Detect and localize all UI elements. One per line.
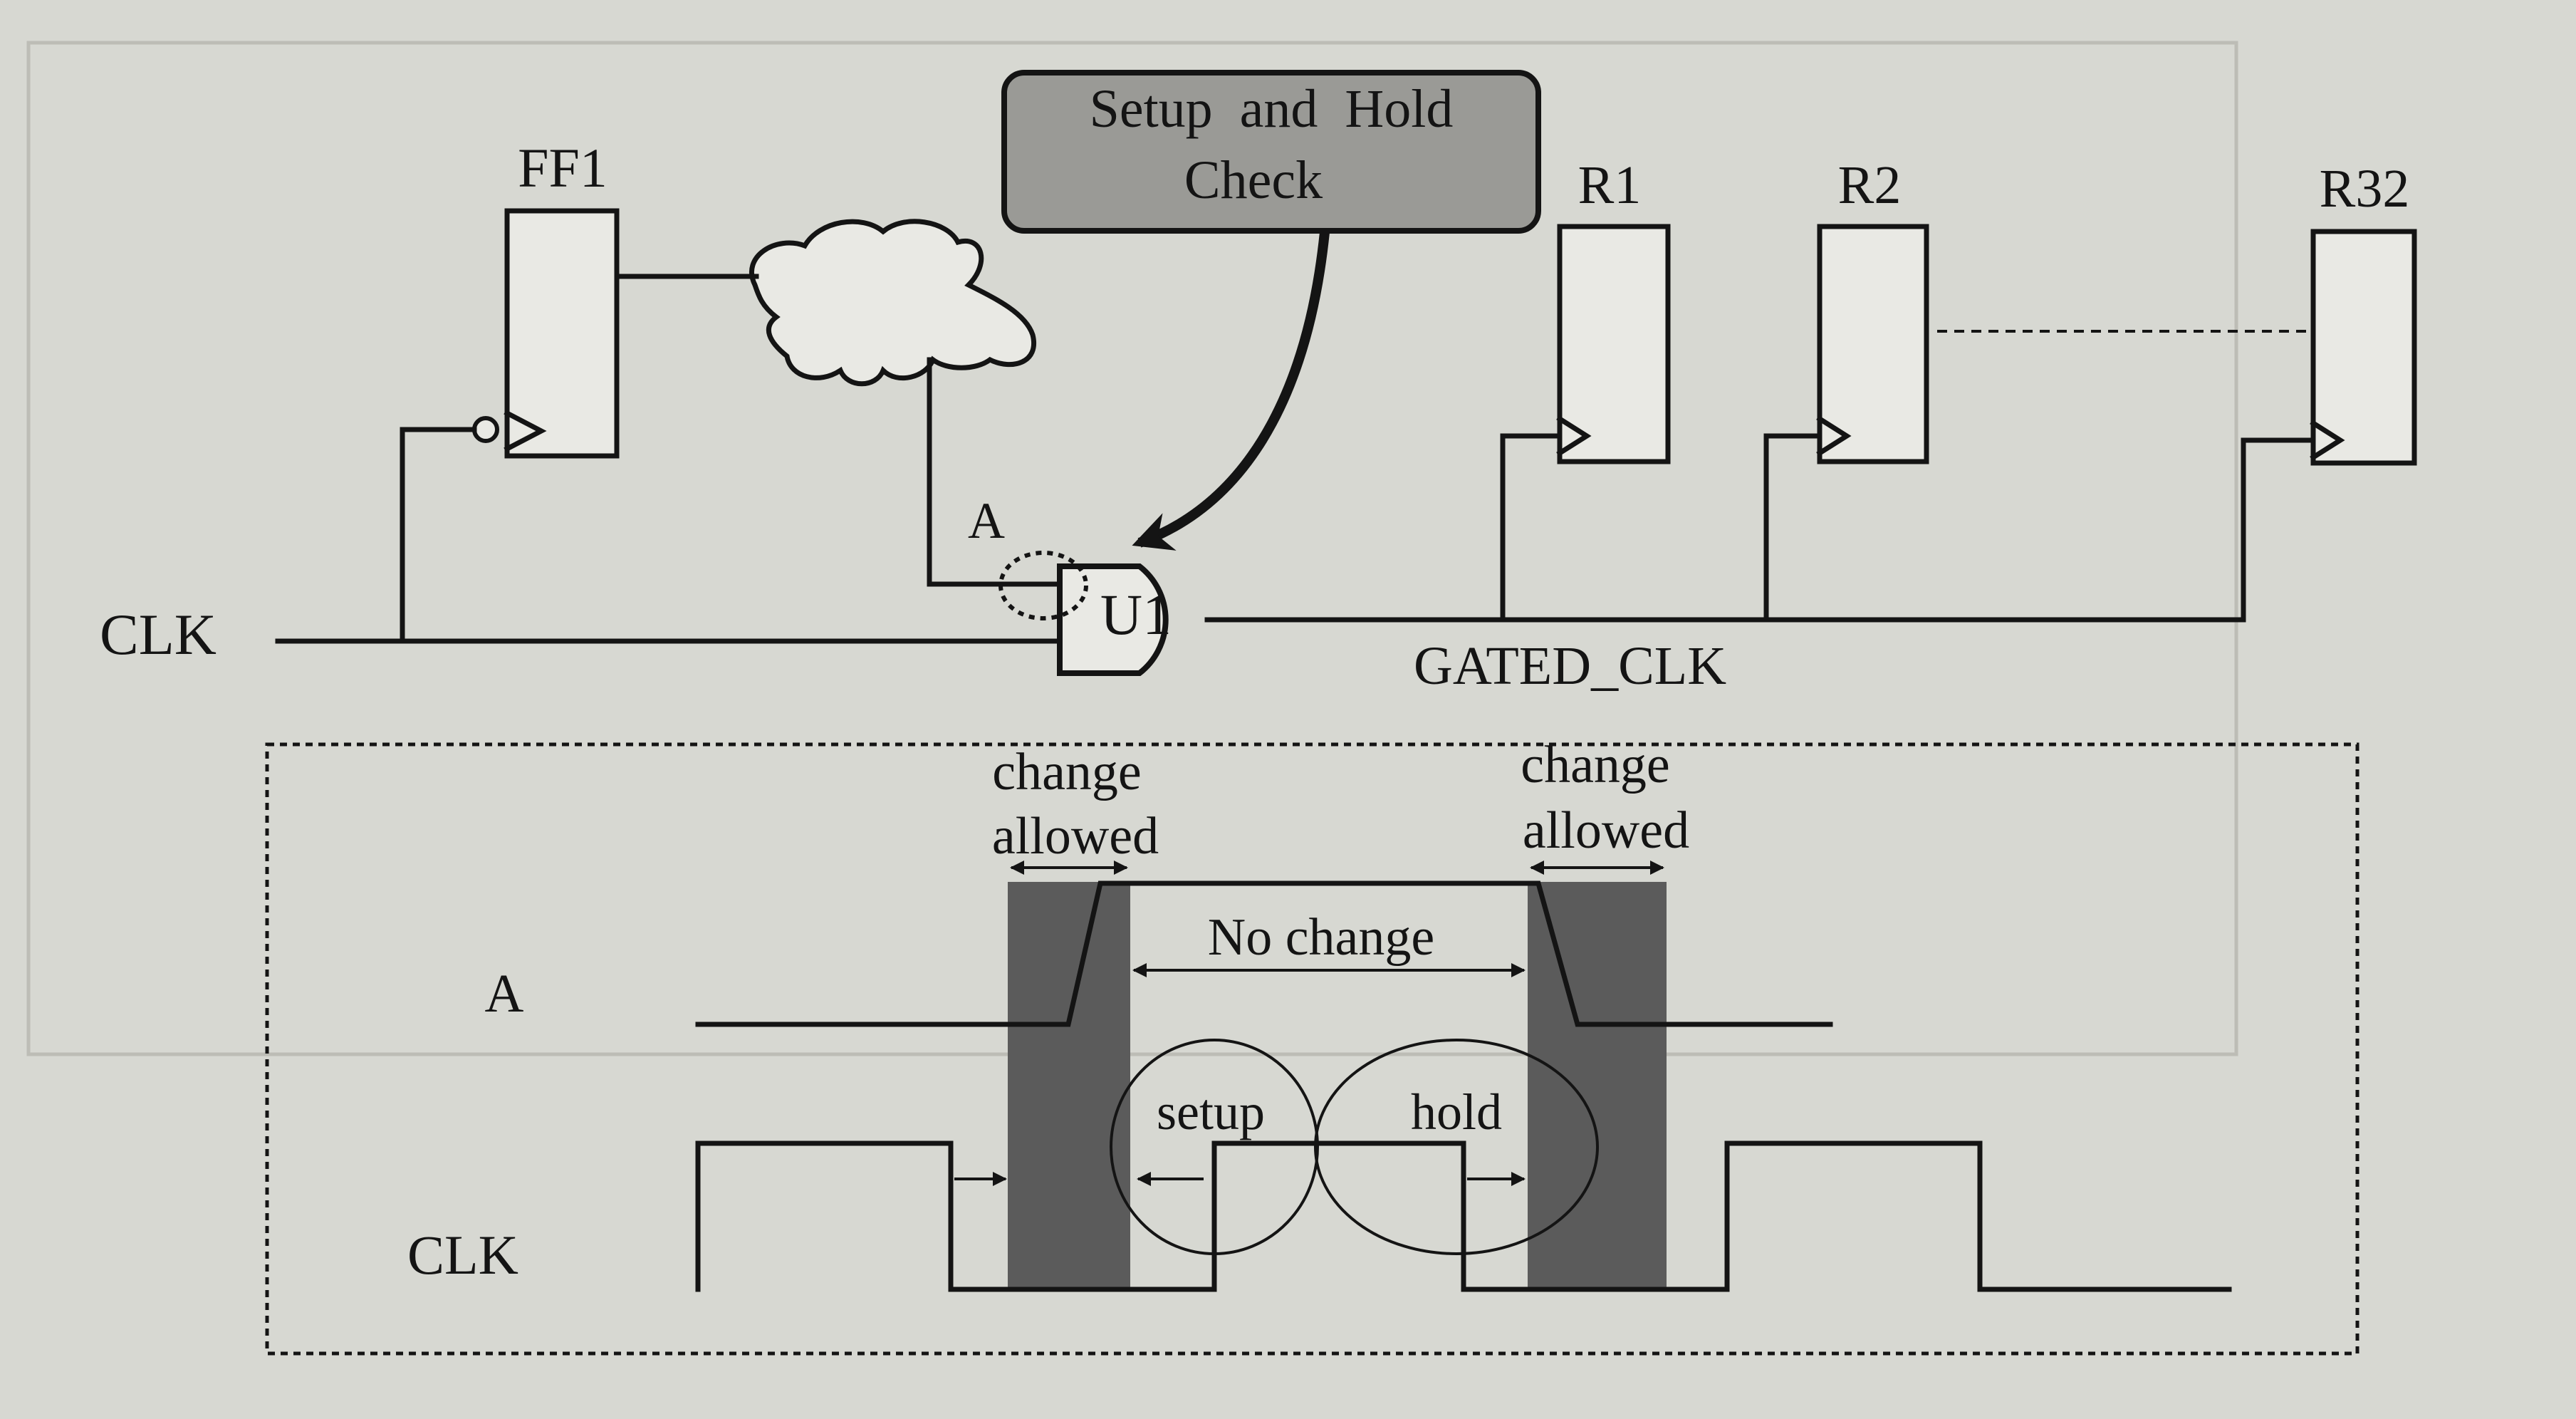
- r2-label: R2: [1838, 155, 1902, 215]
- signal-clk-label: CLK: [407, 1224, 518, 1286]
- callout-text-line1: Setup and Hold: [1090, 79, 1454, 139]
- r2-clock-wire: [1763, 433, 1823, 623]
- signal-a-waveform: [695, 880, 1833, 1027]
- r32-register: [2310, 229, 2417, 466]
- combinational-logic-cloud: [749, 219, 1037, 387]
- setup-label: setup: [1157, 1083, 1265, 1140]
- r1-clock-triangle: [1556, 415, 1592, 457]
- ff1-inverter-bubble: [472, 416, 499, 443]
- setup-hold-callout: Setup and Hold Check: [1001, 70, 1541, 234]
- r32-label: R32: [2320, 159, 2410, 219]
- u1-and-gate: [1057, 563, 1169, 676]
- r2-register: [1817, 224, 1929, 464]
- r1-label: R1: [1578, 155, 1642, 215]
- u1-label: U1: [1100, 582, 1172, 647]
- background-panel: [26, 41, 2238, 1056]
- change-window-left: [1008, 882, 1130, 1288]
- gated-clk-label: GATED_CLK: [1414, 636, 1726, 696]
- ff1-flipflop: [504, 208, 620, 459]
- timing-diagram-frame: [265, 742, 2359, 1356]
- change-allowed-left-line2: allowed: [992, 807, 1159, 866]
- change-allowed-right-line2: allowed: [1523, 801, 1689, 860]
- ff1-clock-triangle: [504, 410, 547, 452]
- pin-a-marker: [998, 551, 1088, 620]
- hold-label: hold: [1411, 1083, 1502, 1140]
- change-allowed-left-line1: change: [992, 743, 1142, 801]
- ff1-label: FF1: [518, 137, 608, 199]
- r1-register: [1557, 224, 1671, 464]
- check-arrow: [1132, 232, 1330, 551]
- signal-clk-waveform: [695, 1140, 2232, 1292]
- change-window-right: [1528, 882, 1667, 1288]
- signal-a-label: A: [485, 964, 524, 1024]
- r1-clock-wire: [1500, 433, 1563, 623]
- change-allowed-right-line1: change: [1521, 736, 1670, 794]
- r32-clock-triangle: [2310, 420, 2345, 461]
- callout-text-line2: Check: [1184, 150, 1323, 210]
- hold-ellipse: [1314, 1039, 1599, 1255]
- no-change-label: No change: [1208, 908, 1434, 967]
- ff1-clock-wire: [400, 427, 477, 644]
- enable-wire: [927, 357, 1064, 587]
- gated-clk-wire: [1204, 437, 2316, 623]
- pin-a-label: A: [968, 492, 1005, 549]
- r2-clock-triangle: [1816, 415, 1852, 457]
- clk-input-label: CLK: [100, 602, 217, 667]
